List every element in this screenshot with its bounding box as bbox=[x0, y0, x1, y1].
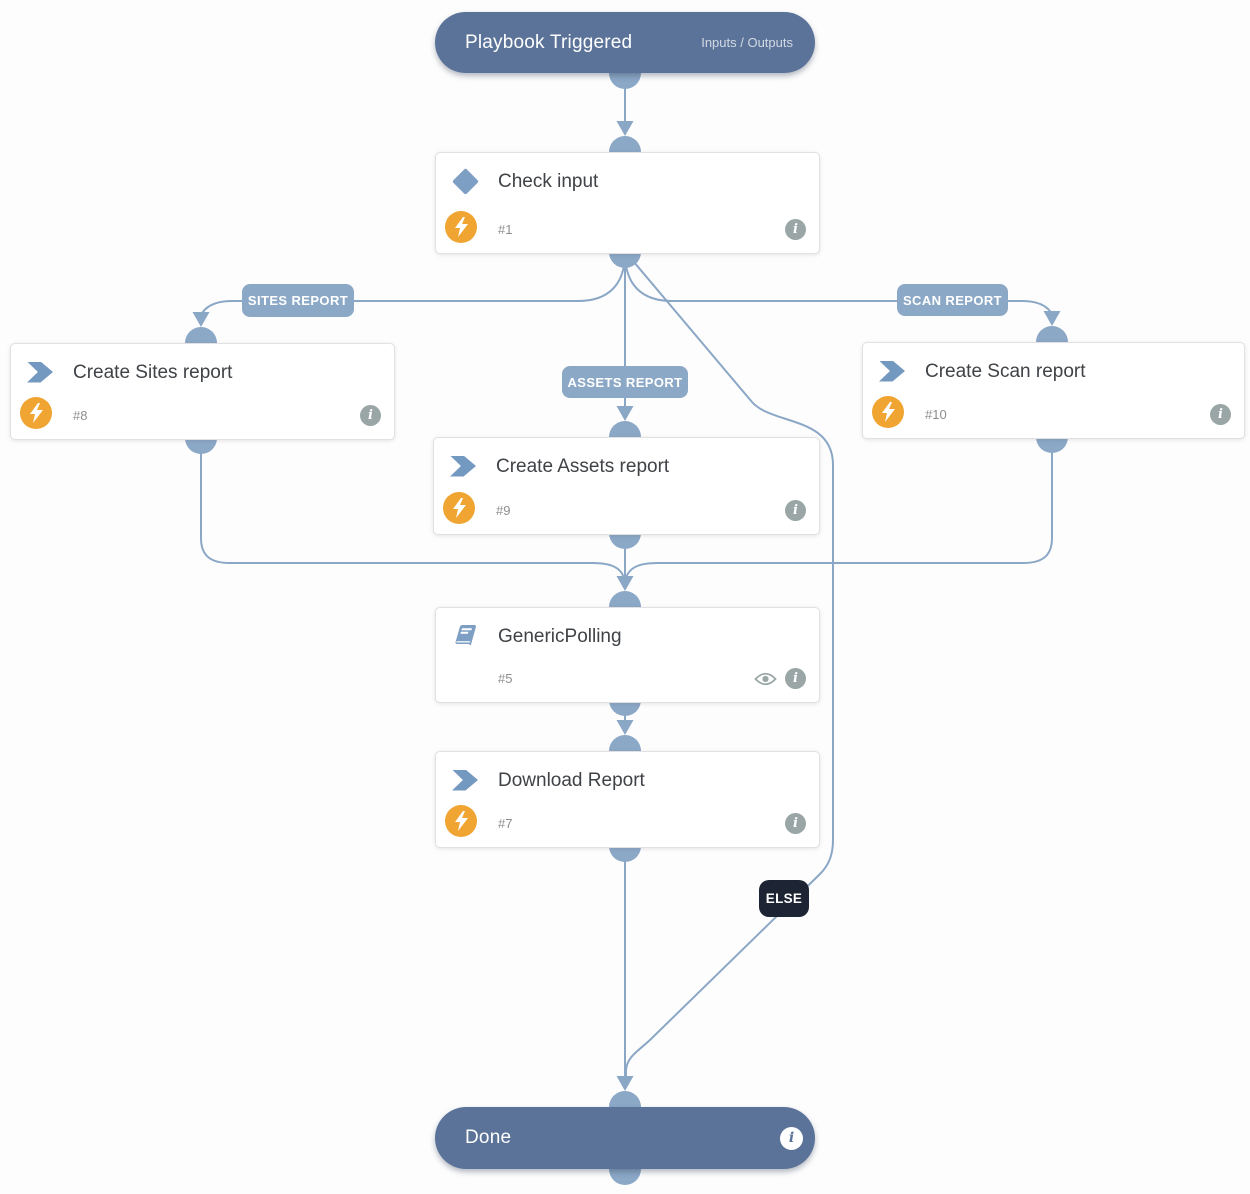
node-check-input[interactable]: Check input #1 i bbox=[435, 152, 820, 254]
info-icon[interactable]: i bbox=[785, 219, 806, 240]
edge-label-scan-report: SCAN REPORT bbox=[897, 284, 1008, 316]
node-playbook-triggered[interactable]: Playbook Triggered Inputs / Outputs bbox=[435, 12, 815, 73]
condition-icon bbox=[450, 166, 480, 196]
command-chevron-icon bbox=[877, 356, 907, 386]
task-number: #5 bbox=[498, 671, 513, 686]
automation-icon bbox=[872, 396, 904, 428]
task-number: #7 bbox=[498, 816, 513, 831]
task-number: #10 bbox=[925, 407, 947, 422]
node-create-scan-report[interactable]: Create Scan report #10 i bbox=[862, 342, 1245, 439]
node-generic-polling[interactable]: GenericPolling #5 i bbox=[435, 607, 820, 703]
edge-lines bbox=[200, 73, 1053, 1077]
arrow-scan bbox=[1043, 311, 1061, 326]
node-title: Done bbox=[465, 1127, 512, 1148]
arrow-sites bbox=[192, 312, 210, 327]
automation-icon bbox=[445, 805, 477, 837]
task-number: #1 bbox=[498, 222, 513, 237]
node-create-sites-report[interactable]: Create Sites report #8 i bbox=[10, 343, 395, 440]
node-title: Download Report bbox=[498, 770, 645, 791]
node-title: Create Assets report bbox=[496, 456, 670, 477]
node-title: Create Sites report bbox=[73, 362, 233, 383]
automation-icon bbox=[20, 397, 52, 429]
edge-label-else: ELSE bbox=[759, 880, 809, 917]
preview-eye-icon[interactable] bbox=[754, 671, 777, 687]
edge-sites-polling bbox=[200, 438, 625, 579]
task-number: #8 bbox=[73, 408, 88, 423]
arrow-check bbox=[616, 121, 634, 136]
command-chevron-icon bbox=[450, 765, 480, 795]
arrow-assets bbox=[616, 406, 634, 421]
arrow-polling bbox=[616, 576, 634, 591]
automation-icon bbox=[445, 211, 477, 243]
playbook-book-icon bbox=[450, 621, 480, 651]
node-create-assets-report[interactable]: Create Assets report #9 i bbox=[433, 437, 820, 535]
info-icon[interactable]: i bbox=[360, 405, 381, 426]
edge-label-assets-report: ASSETS REPORT bbox=[562, 366, 688, 398]
info-icon[interactable]: i bbox=[780, 1126, 803, 1150]
arrowheads bbox=[192, 121, 1061, 1091]
task-number: #9 bbox=[496, 503, 511, 518]
automation-icon bbox=[443, 492, 475, 524]
inputs-outputs-link[interactable]: Inputs / Outputs bbox=[701, 35, 793, 50]
info-icon[interactable]: i bbox=[1210, 404, 1231, 425]
arrow-done bbox=[616, 1076, 634, 1091]
command-chevron-icon bbox=[25, 357, 55, 387]
edge-else bbox=[625, 254, 834, 1077]
info-icon[interactable]: i bbox=[785, 500, 806, 521]
info-icon[interactable]: i bbox=[785, 668, 806, 689]
node-title: Create Scan report bbox=[925, 361, 1086, 382]
command-chevron-icon bbox=[448, 451, 478, 481]
node-title: Playbook Triggered bbox=[465, 31, 633, 53]
node-title: Check input bbox=[498, 171, 599, 192]
node-download-report[interactable]: Download Report #7 i bbox=[435, 751, 820, 848]
edge-label-sites-report: SITES REPORT bbox=[242, 284, 354, 317]
arrow-download bbox=[616, 720, 634, 735]
info-icon[interactable]: i bbox=[785, 813, 806, 834]
node-done[interactable]: Done i bbox=[435, 1107, 815, 1169]
edge-scan-polling bbox=[625, 437, 1053, 579]
node-title: GenericPolling bbox=[498, 626, 622, 647]
